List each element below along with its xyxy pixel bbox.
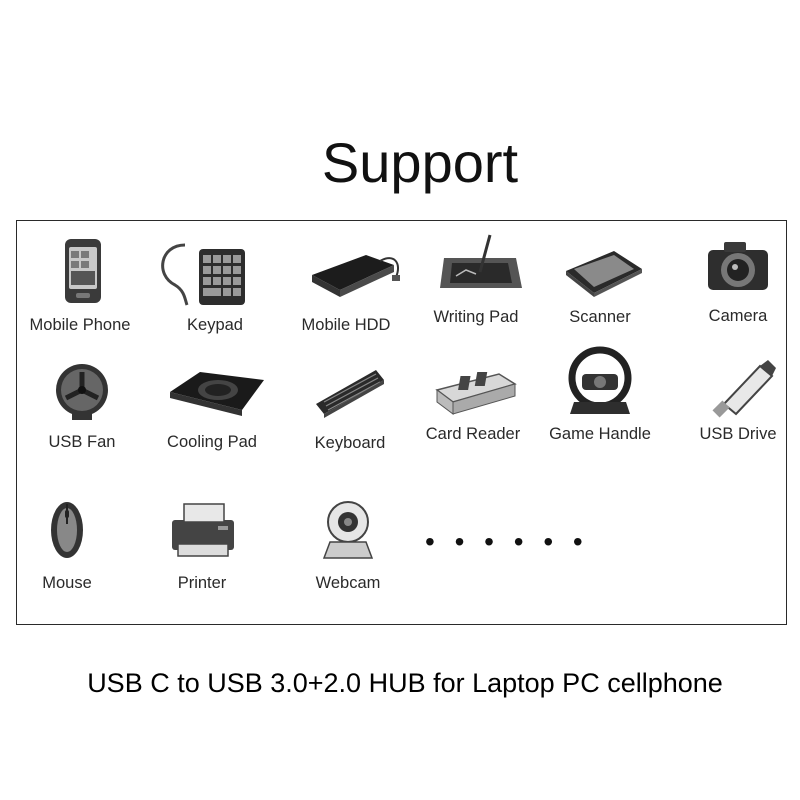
cooling-pad-icon xyxy=(170,372,264,416)
page-title: Support xyxy=(321,131,519,194)
product-caption: USB C to USB 3.0+2.0 HUB for Laptop PC c… xyxy=(87,668,723,698)
webcam-icon xyxy=(322,501,374,559)
printer-icon xyxy=(172,503,234,557)
device-label: USB Fan xyxy=(48,433,116,451)
mobile-phone-icon xyxy=(65,239,101,303)
keypad-icon xyxy=(161,243,245,306)
card-reader-icon xyxy=(435,372,517,415)
scanner-icon xyxy=(566,251,642,297)
device-label: Camera xyxy=(708,307,768,325)
mouse-icon xyxy=(51,502,83,558)
usb-fan-icon xyxy=(56,364,108,420)
device-label: Cooling Pad xyxy=(167,433,257,451)
writing-pad-icon xyxy=(440,234,522,288)
device-label: Card Reader xyxy=(425,425,521,443)
device-label: Keyboard xyxy=(314,434,386,452)
device-label: Mouse xyxy=(42,574,92,592)
device-label: USB Drive xyxy=(699,425,777,443)
keyboard-icon xyxy=(316,370,384,418)
device-label: Writing Pad xyxy=(433,308,519,326)
device-label: Mobile Phone xyxy=(29,316,131,334)
more-devices-ellipsis: • • • • • • xyxy=(425,526,589,557)
device-label: Scanner xyxy=(569,308,631,326)
usb-drive-icon xyxy=(712,360,776,418)
camera-icon xyxy=(708,242,768,290)
device-label: Game Handle xyxy=(549,425,651,443)
device-label: Printer xyxy=(177,574,227,592)
device-label: Mobile HDD xyxy=(301,316,391,334)
device-label: Webcam xyxy=(315,574,381,592)
steering-wheel-icon xyxy=(568,346,632,414)
external-hdd-icon xyxy=(312,255,400,297)
supported-devices-panel xyxy=(16,220,787,625)
device-label: Keypad xyxy=(187,316,243,334)
